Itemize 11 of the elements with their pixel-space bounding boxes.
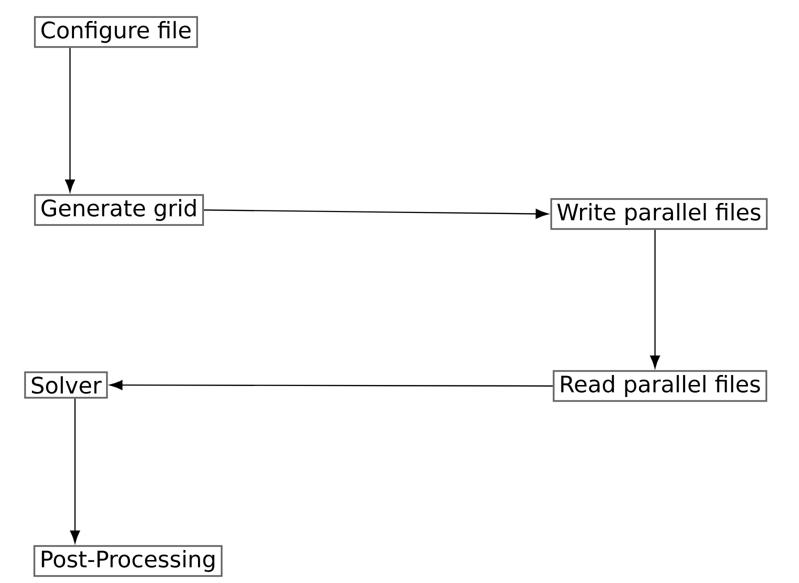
arrow [650,230,660,368]
process-box: Configure file [34,16,198,48]
process-box: Solver [24,371,108,399]
arrow [110,380,553,390]
process-box: Read parallel files [552,370,768,402]
process-box: Write parallel files [550,198,768,230]
process-box: Post-Processing [33,545,223,577]
arrow [65,48,75,192]
arrow [70,398,80,544]
process-box: Generate grid [34,194,204,226]
arrow [204,208,548,219]
